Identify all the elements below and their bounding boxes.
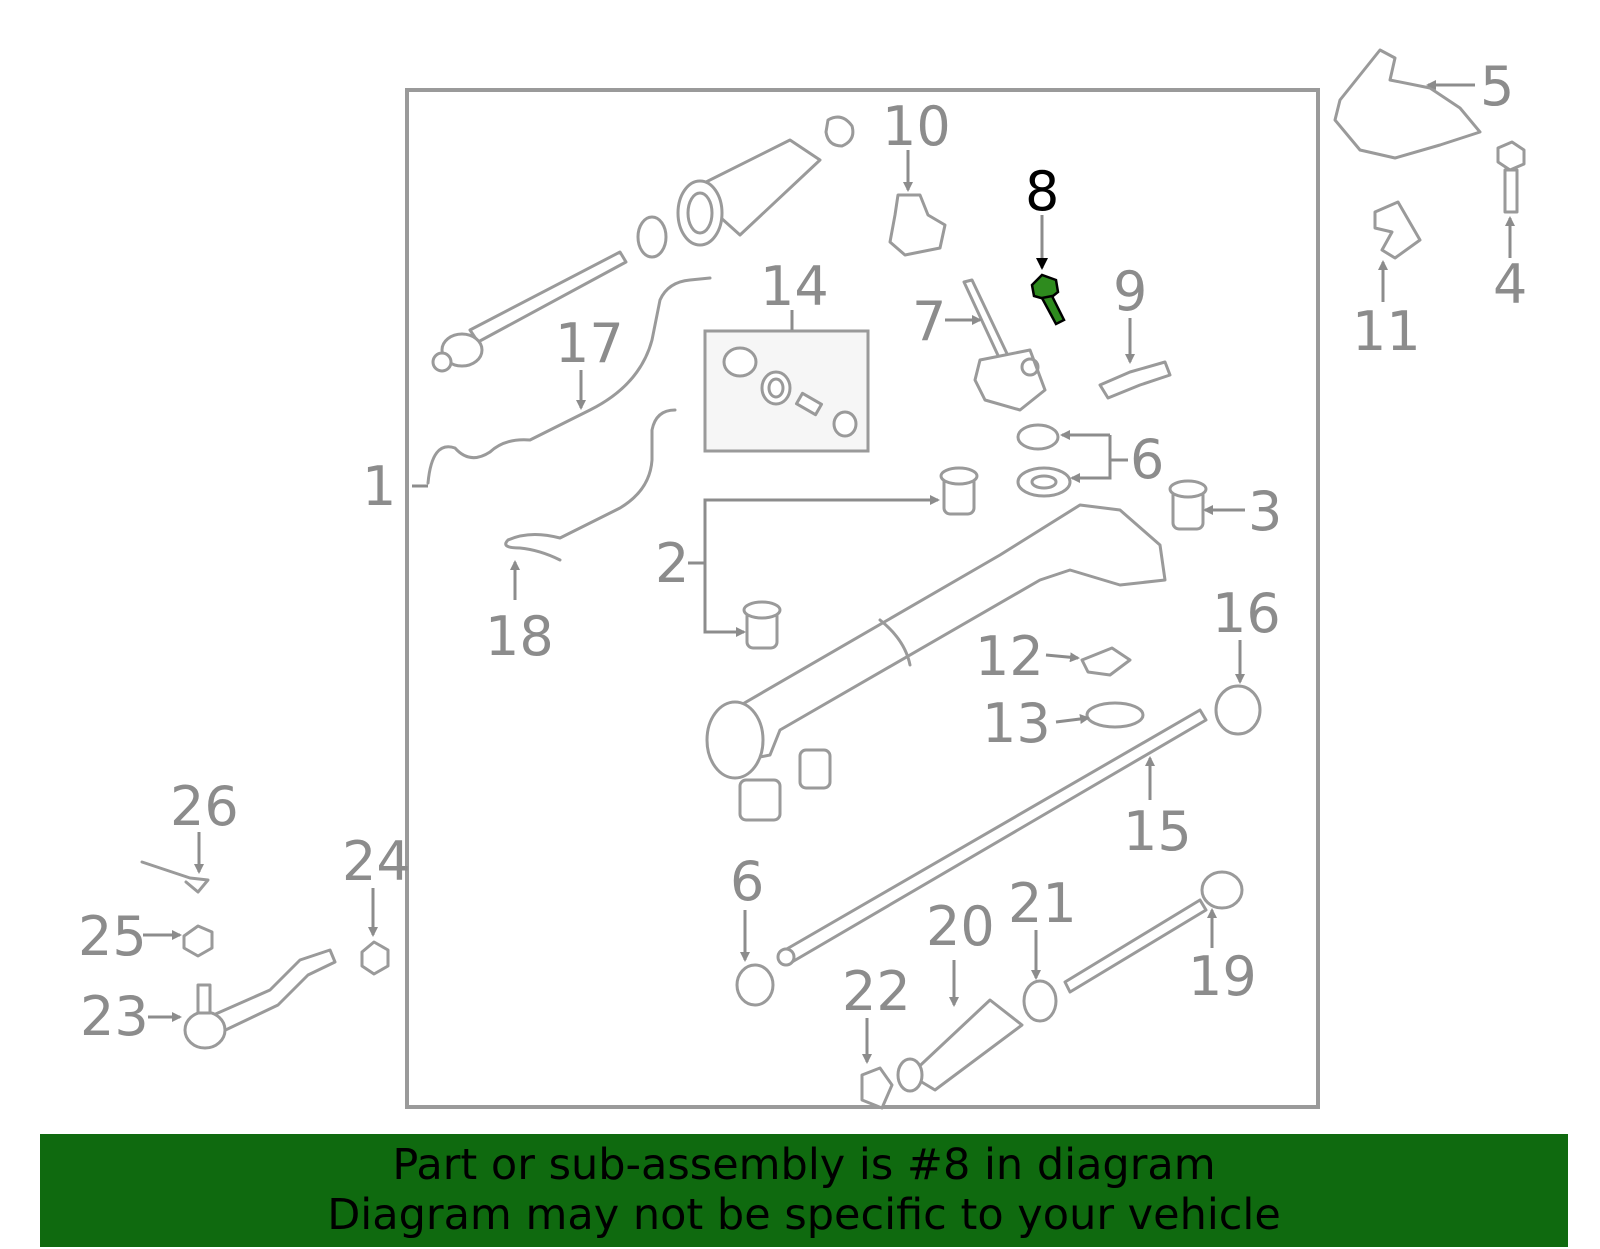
part-26-pin (140, 860, 210, 894)
part-tie-rod-upper (431, 250, 628, 373)
callout-14: 14 (760, 255, 829, 318)
callout-25: 25 (78, 905, 147, 968)
callout-10: 10 (882, 95, 951, 158)
banner-line-1: Part or sub-assembly is #8 in diagram (392, 1140, 1216, 1190)
callout-8-highlighted: 8 (1025, 160, 1059, 223)
callout-numbers: 1 2 3 4 5 6 6 7 8 9 10 11 12 13 14 15 16… (78, 55, 1527, 1048)
part-1-rack-housing (705, 503, 1167, 822)
callout-13: 13 (982, 692, 1051, 755)
part-kit-14-contents (722, 346, 858, 438)
part-pipe-18 (504, 408, 677, 562)
part-5-cover (1333, 48, 1482, 160)
banner-line-2: Diagram may not be specific to your vehi… (327, 1190, 1281, 1240)
part-22-clamp (860, 1066, 894, 1110)
part-pipe-17 (426, 276, 712, 485)
callout-16: 16 (1212, 582, 1281, 645)
info-banner: Part or sub-assembly is #8 in diagram Di… (40, 1134, 1568, 1247)
part-23-tie-rod-end (183, 948, 337, 1050)
callout-7: 7 (912, 290, 946, 353)
part-10 (888, 193, 947, 257)
callout-20: 20 (926, 895, 995, 958)
part-16-bushing (1214, 684, 1262, 736)
assembly-frame (405, 88, 1320, 1109)
part-21-ring (1022, 979, 1058, 1023)
callout-9: 9 (1113, 260, 1147, 323)
part-13-cap (1085, 701, 1145, 729)
callout-15: 15 (1123, 800, 1192, 863)
part-7-pinion (962, 278, 1047, 412)
callout-26: 26 (170, 775, 239, 838)
part-6-washer-a (1016, 423, 1060, 451)
callout-4: 4 (1493, 253, 1527, 316)
callout-19: 19 (1188, 945, 1257, 1008)
part-boot-upper (636, 115, 855, 259)
callout-22: 22 (842, 960, 911, 1023)
callout-6-lower: 6 (730, 850, 764, 913)
callout-17: 17 (555, 312, 624, 375)
part-2-bushing-top (939, 466, 979, 516)
part-12-nut (1080, 646, 1132, 677)
callout-2: 2 (655, 532, 689, 595)
part-6-washer-lower (735, 963, 775, 1007)
callout-12: 12 (975, 625, 1044, 688)
part-9 (1098, 360, 1172, 400)
part-3-bushing (1168, 479, 1208, 531)
part-8-bolt-highlighted (1030, 273, 1066, 326)
leader-lines (143, 80, 1515, 1064)
part-2-bushing-bottom (742, 600, 782, 650)
part-20-boot (896, 998, 1024, 1093)
callout-1: 1 (362, 455, 396, 518)
part-15-rack-bar (776, 708, 1208, 967)
callout-18: 18 (485, 605, 554, 668)
part-24-nut (360, 940, 390, 976)
part-11-bracket (1373, 200, 1422, 260)
part-4-bolt (1496, 140, 1526, 214)
callout-5: 5 (1480, 55, 1514, 118)
steering-rack-parts-diagram: 1 2 3 4 5 6 6 7 8 9 10 11 12 13 14 15 16… (78, 48, 1527, 1110)
callout-3: 3 (1248, 480, 1282, 543)
callout-24: 24 (342, 830, 411, 893)
part-6-washer-b (1016, 466, 1072, 498)
callout-23: 23 (80, 985, 149, 1048)
part-19-tie-rod (1063, 870, 1244, 994)
callout-6: 6 (1130, 428, 1164, 491)
callout-11: 11 (1352, 300, 1421, 363)
callout-21: 21 (1008, 872, 1077, 935)
part-25-nut (182, 924, 214, 958)
